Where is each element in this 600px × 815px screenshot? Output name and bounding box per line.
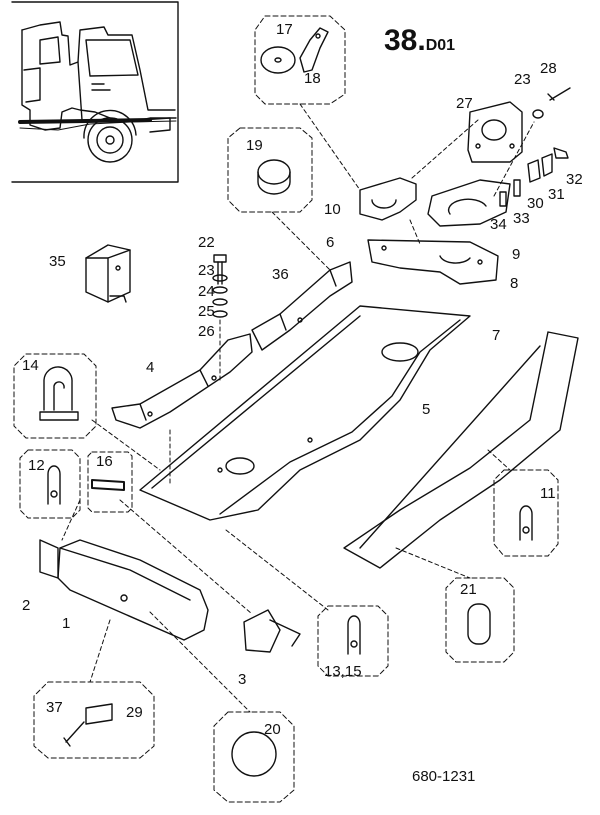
- callout-29: 29: [126, 704, 143, 721]
- callout-11: 11: [540, 485, 556, 502]
- part-5-floor-pan: [139, 305, 471, 521]
- document-code: 680-1231: [412, 768, 476, 785]
- callout-20: 20: [264, 721, 281, 738]
- callout-34: 34: [490, 216, 507, 233]
- seal-detail-16: [87, 451, 133, 513]
- callout-23-bolt: 23: [198, 262, 215, 279]
- part-35-bracket: [85, 244, 131, 303]
- upper-bracket-assembly: [359, 87, 571, 285]
- truck-location-inset: [11, 1, 179, 183]
- callout-35: 35: [49, 253, 66, 270]
- callout-4: 4: [146, 359, 155, 376]
- seal-detail-12: [19, 449, 81, 519]
- sheet-number-main: 38.: [384, 24, 426, 57]
- callout-28: 28: [540, 60, 557, 77]
- callout-26: 26: [198, 323, 215, 340]
- callout-6: 6: [326, 234, 335, 251]
- callout-30: 30: [527, 195, 544, 212]
- detail-box-19: [227, 127, 313, 213]
- callout-32: 32: [566, 171, 583, 188]
- sheet-number-suffix: D01: [425, 37, 456, 54]
- callout-37: 37: [46, 699, 63, 716]
- detail-box-20: [213, 711, 295, 803]
- detail-box-21: [445, 577, 515, 663]
- callout-9: 9: [512, 246, 521, 263]
- callout-36: 36: [272, 266, 289, 283]
- callout-14: 14: [22, 357, 39, 374]
- callout-2: 2: [22, 597, 31, 614]
- part-7-strip: [343, 331, 579, 569]
- callout-19: 19: [246, 137, 263, 154]
- detail-box-37-29: [33, 681, 155, 759]
- seal-detail-11: [493, 469, 559, 557]
- callout-21: 21: [460, 581, 477, 598]
- detail-box-17-18: [254, 15, 346, 105]
- callout-31: 31: [548, 186, 565, 203]
- callout-7: 7: [492, 327, 501, 344]
- sheet-number: 38.D01: [384, 26, 455, 61]
- callout-5: 5: [422, 401, 431, 418]
- callout-3: 3: [238, 671, 247, 688]
- part-36-rail: [251, 261, 353, 351]
- leader-lines: [61, 103, 535, 713]
- callout-27: 27: [456, 95, 473, 112]
- callout-33: 33: [513, 210, 530, 227]
- callout-1: 1: [62, 615, 71, 632]
- callout-8: 8: [510, 275, 519, 292]
- callout-16: 16: [96, 453, 113, 470]
- bolt-stack: [212, 254, 228, 318]
- callout-24: 24: [198, 283, 215, 300]
- callout-13-15: 13,15: [324, 663, 362, 680]
- seal-detail-13: [317, 605, 389, 677]
- callout-22: 22: [198, 234, 215, 251]
- part-4-rail: [111, 333, 253, 429]
- callout-23-nut: 23: [514, 71, 531, 88]
- callout-18: 18: [304, 70, 321, 87]
- callout-17: 17: [276, 21, 293, 38]
- callout-12: 12: [28, 457, 45, 474]
- seal-detail-14: [13, 353, 97, 439]
- callout-10: 10: [324, 201, 341, 218]
- part-1-crossmember: [39, 539, 301, 653]
- callout-25: 25: [198, 303, 215, 320]
